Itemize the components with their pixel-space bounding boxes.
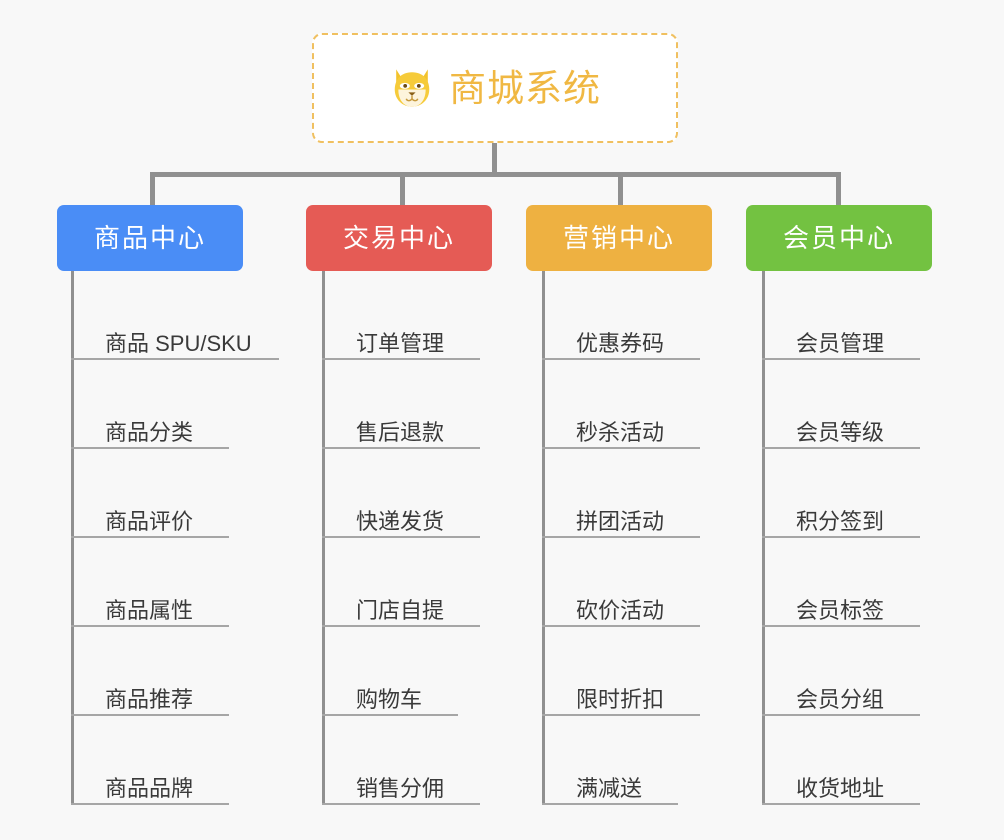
leaf-label: 会员分组 bbox=[796, 686, 885, 712]
connector-root-stem bbox=[492, 143, 497, 175]
leaf-column-1: 商品 SPU/SKU 商品分类 商品评价 商品属性 商品推荐 商品品牌 bbox=[71, 271, 281, 805]
leaf-item[interactable]: 商品品牌 bbox=[71, 716, 281, 805]
leaf-rule bbox=[322, 714, 458, 716]
leaf-label: 砍价活动 bbox=[576, 597, 665, 623]
connector-drop-3 bbox=[618, 172, 623, 205]
connector-horizontal-bus bbox=[150, 172, 839, 177]
leaf-label: 秒杀活动 bbox=[576, 419, 665, 445]
leaf-label: 销售分佣 bbox=[356, 775, 445, 801]
category-box-1[interactable]: 商品中心 bbox=[57, 205, 243, 271]
leaf-item[interactable]: 拼团活动 bbox=[542, 449, 722, 538]
category-box-2[interactable]: 交易中心 bbox=[306, 205, 492, 271]
leaf-rule bbox=[762, 714, 920, 716]
category-label-1: 商品中心 bbox=[93, 223, 206, 253]
leaf-rule bbox=[542, 358, 700, 360]
connector-drop-1 bbox=[150, 172, 155, 205]
leaf-item[interactable]: 收货地址 bbox=[762, 716, 942, 805]
leaf-rule bbox=[71, 536, 229, 538]
leaf-rule bbox=[322, 358, 480, 360]
leaf-label: 满减送 bbox=[576, 775, 643, 801]
root-title: 商城系统 bbox=[449, 67, 601, 109]
leaf-label: 优惠券码 bbox=[576, 330, 665, 356]
leaf-rule bbox=[322, 803, 480, 805]
leaf-rule bbox=[762, 358, 920, 360]
leaf-column-3: 优惠券码 秒杀活动 拼团活动 砍价活动 限时折扣 满减送 bbox=[542, 271, 722, 805]
category-box-3[interactable]: 营销中心 bbox=[526, 205, 712, 271]
leaf-rule bbox=[71, 803, 229, 805]
category-label-2: 交易中心 bbox=[342, 223, 455, 253]
leaf-label: 门店自提 bbox=[356, 597, 445, 623]
leaf-rule bbox=[322, 447, 480, 449]
leaf-rule bbox=[322, 536, 480, 538]
connector-drop-2 bbox=[400, 172, 405, 205]
leaf-rule bbox=[542, 536, 700, 538]
leaf-item[interactable]: 商品评价 bbox=[71, 449, 281, 538]
leaf-label: 商品 SPU/SKU bbox=[105, 330, 252, 356]
leaf-label: 收货地址 bbox=[796, 775, 885, 801]
leaf-label: 会员管理 bbox=[796, 330, 885, 356]
leaf-item[interactable]: 商品属性 bbox=[71, 538, 281, 627]
leaf-item[interactable]: 售后退款 bbox=[322, 360, 502, 449]
leaf-label: 订单管理 bbox=[356, 330, 445, 356]
category-label-3: 营销中心 bbox=[562, 223, 675, 253]
leaf-item[interactable]: 商品推荐 bbox=[71, 627, 281, 716]
leaf-rule bbox=[71, 358, 279, 360]
category-box-4[interactable]: 会员中心 bbox=[746, 205, 932, 271]
leaf-spine-1 bbox=[71, 271, 74, 805]
leaf-spine-4 bbox=[762, 271, 765, 805]
leaf-label: 限时折扣 bbox=[576, 686, 665, 712]
leaf-label: 快递发货 bbox=[356, 508, 445, 534]
leaf-item[interactable]: 会员分组 bbox=[762, 627, 942, 716]
leaf-rule bbox=[762, 447, 920, 449]
leaf-item[interactable]: 优惠券码 bbox=[542, 271, 722, 360]
leaf-item[interactable]: 门店自提 bbox=[322, 538, 502, 627]
leaf-rule bbox=[71, 625, 229, 627]
leaf-label: 商品品牌 bbox=[105, 775, 194, 801]
leaf-item[interactable]: 商品分类 bbox=[71, 360, 281, 449]
leaf-item[interactable]: 购物车 bbox=[322, 627, 502, 716]
leaf-spine-3 bbox=[542, 271, 545, 805]
leaf-item[interactable]: 销售分佣 bbox=[322, 716, 502, 805]
leaf-spine-2 bbox=[322, 271, 325, 805]
leaf-label: 购物车 bbox=[356, 686, 423, 712]
leaf-rule bbox=[762, 536, 920, 538]
leaf-item[interactable]: 会员等级 bbox=[762, 360, 942, 449]
leaf-rule bbox=[762, 625, 920, 627]
leaf-label: 会员标签 bbox=[796, 597, 885, 623]
leaf-rule bbox=[322, 625, 480, 627]
category-label-4: 会员中心 bbox=[782, 223, 895, 253]
root-node[interactable]: 商城系统 bbox=[312, 33, 678, 143]
leaf-item[interactable]: 积分签到 bbox=[762, 449, 942, 538]
leaf-rule bbox=[542, 625, 700, 627]
leaf-rule bbox=[762, 803, 920, 805]
leaf-item[interactable]: 订单管理 bbox=[322, 271, 502, 360]
leaf-label: 商品评价 bbox=[105, 508, 194, 534]
leaf-label: 商品分类 bbox=[105, 419, 194, 445]
connector-drop-4 bbox=[836, 172, 841, 205]
leaf-column-2: 订单管理 售后退款 快递发货 门店自提 购物车 销售分佣 bbox=[322, 271, 502, 805]
shiba-dog-face-icon bbox=[394, 69, 430, 107]
leaf-rule bbox=[71, 714, 229, 716]
leaf-item[interactable]: 砍价活动 bbox=[542, 538, 722, 627]
leaf-rule bbox=[542, 803, 678, 805]
leaf-rule bbox=[71, 447, 229, 449]
leaf-label: 拼团活动 bbox=[576, 508, 665, 534]
leaf-item[interactable]: 满减送 bbox=[542, 716, 722, 805]
leaf-item[interactable]: 商品 SPU/SKU bbox=[71, 271, 281, 360]
leaf-item[interactable]: 会员标签 bbox=[762, 538, 942, 627]
leaf-label: 商品推荐 bbox=[105, 686, 194, 712]
leaf-rule bbox=[542, 714, 700, 716]
leaf-label: 售后退款 bbox=[356, 419, 445, 445]
leaf-item[interactable]: 秒杀活动 bbox=[542, 360, 722, 449]
leaf-item[interactable]: 会员管理 bbox=[762, 271, 942, 360]
leaf-label: 积分签到 bbox=[796, 508, 885, 534]
leaf-label: 会员等级 bbox=[796, 419, 885, 445]
leaf-label: 商品属性 bbox=[105, 597, 194, 623]
leaf-column-4: 会员管理 会员等级 积分签到 会员标签 会员分组 收货地址 bbox=[762, 271, 942, 805]
leaf-item[interactable]: 快递发货 bbox=[322, 449, 502, 538]
leaf-item[interactable]: 限时折扣 bbox=[542, 627, 722, 716]
leaf-rule bbox=[542, 447, 700, 449]
